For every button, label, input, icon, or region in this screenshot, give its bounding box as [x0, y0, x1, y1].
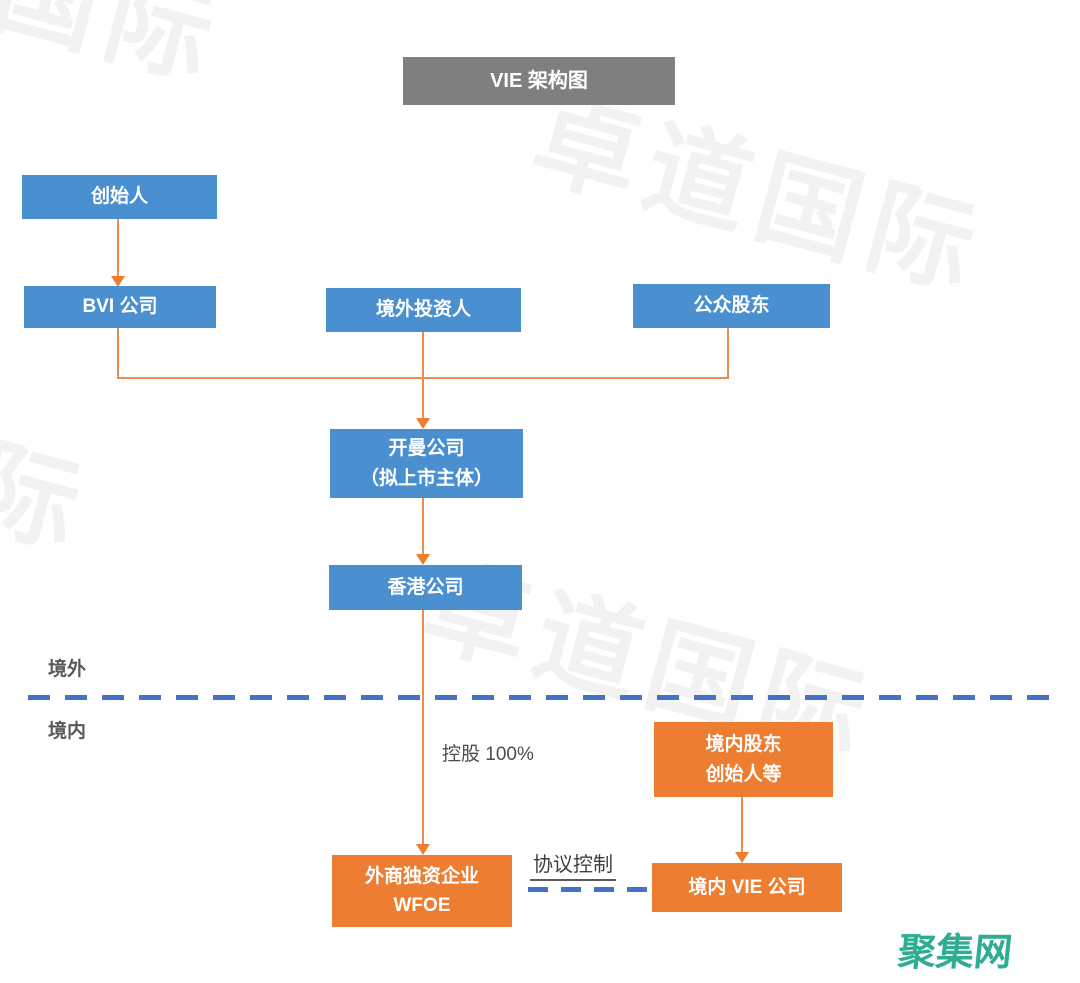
overseas-domestic-divider-dashed-line [28, 695, 1053, 700]
connector-bvi-down [117, 328, 119, 378]
node-wfoe: 外商独资企业 WFOE [332, 855, 512, 927]
brand-watermark: 卓道国际 [521, 79, 996, 312]
node-cayman-company-line1: 开曼公司 [388, 438, 465, 460]
brand-watermark: 卓道国际 [0, 338, 101, 571]
node-founder: 创始人 [22, 175, 217, 219]
arrowhead-into-cayman [416, 418, 430, 429]
node-hongkong-company: 香港公司 [329, 565, 522, 610]
arrowhead-into-bvi [111, 276, 125, 287]
connector-cayman-hongkong [422, 498, 424, 556]
edge-label-holding-100: 控股 100% [442, 744, 534, 765]
diagram-title: VIE 架构图 [403, 57, 675, 105]
node-public-shareholders: 公众股东 [633, 284, 830, 328]
node-wfoe-line2: WFOE [393, 895, 451, 916]
connector-domestic-shareholders-vie [741, 797, 743, 854]
node-domestic-shareholders: 境内股东 创始人等 [654, 722, 833, 797]
node-cayman-company-line2: （拟上市主体） [359, 467, 493, 489]
node-hongkong-company-label: 香港公司 [387, 576, 464, 598]
arrowhead-into-wfoe [416, 844, 430, 855]
edge-label-contractual-control: 协议控制 [530, 854, 616, 881]
node-cayman-company: 开曼公司 （拟上市主体） [330, 429, 523, 498]
node-wfoe-line1: 外商独资企业 [364, 865, 479, 887]
diagram-title-text: VIE 架构图 [490, 69, 588, 92]
connector-investors-down [422, 332, 424, 418]
node-founder-label: 创始人 [90, 186, 148, 208]
region-label-domestic: 境内 [48, 721, 87, 742]
connector-public-down [727, 328, 729, 378]
node-domestic-vie-company-label: 境内 VIE 公司 [688, 876, 806, 898]
arrowhead-into-vie [735, 852, 749, 863]
node-domestic-shareholders-line2: 创始人等 [705, 763, 782, 785]
node-bvi-company: BVI 公司 [24, 286, 216, 328]
node-overseas-investors: 境外投资人 [326, 288, 521, 332]
node-domestic-shareholders-line1: 境内股东 [705, 734, 782, 756]
connector-founder-bvi [117, 219, 119, 278]
node-overseas-investors-label: 境外投资人 [375, 299, 471, 321]
region-label-overseas: 境外 [48, 659, 87, 680]
connector-hongkong-wfoe [422, 610, 424, 846]
contractual-control-dashed-link [528, 887, 652, 892]
site-watermark: 聚集网 [895, 932, 1015, 974]
node-public-shareholders-label: 公众股东 [693, 295, 770, 317]
connector-merge-horizontal [117, 377, 729, 379]
node-bvi-company-label: BVI 公司 [82, 296, 158, 318]
node-domestic-vie-company: 境内 VIE 公司 [652, 863, 842, 912]
brand-watermark: 卓道国际 [0, 0, 234, 101]
arrowhead-into-hongkong [416, 554, 430, 565]
